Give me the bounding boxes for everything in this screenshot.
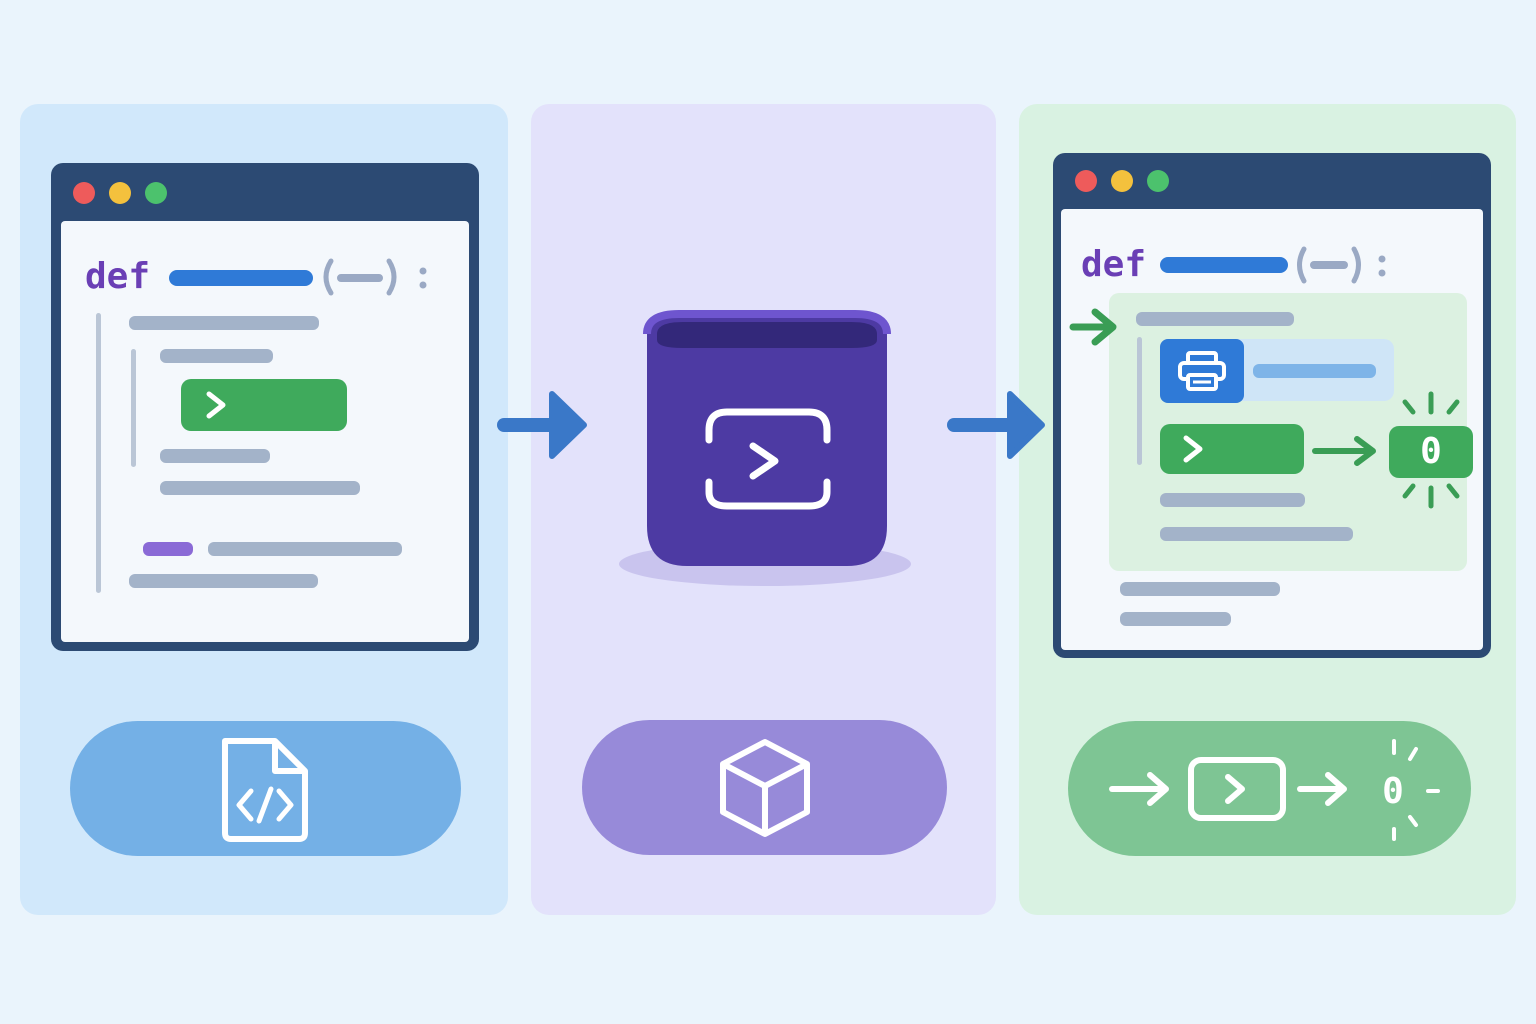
run-command-block xyxy=(181,379,347,431)
execution-result-pill xyxy=(1068,721,1471,856)
code-line xyxy=(160,349,273,363)
output-arrow-icon xyxy=(1312,436,1376,466)
printer-icon xyxy=(1178,351,1226,391)
code-line xyxy=(1160,493,1305,507)
play-chevron-icon xyxy=(1183,435,1203,463)
output-zero-value: 0 xyxy=(1382,771,1404,812)
function-name-placeholder xyxy=(169,270,313,286)
code-line xyxy=(1136,312,1294,326)
print-argument-line xyxy=(1253,364,1376,378)
code-line xyxy=(160,449,270,463)
input-arrow-icon xyxy=(1109,772,1169,806)
def-keyword: def xyxy=(1081,244,1147,285)
indent-guide xyxy=(1137,337,1142,465)
window-minimize-dot xyxy=(1111,170,1133,192)
code-line xyxy=(160,481,360,495)
execution-pointer-arrow-icon xyxy=(1069,308,1117,346)
output-zero-box: 0 xyxy=(1389,426,1473,478)
parameter-parentheses xyxy=(323,258,427,296)
code-token-highlight xyxy=(143,542,193,556)
print-icon-tile xyxy=(1160,339,1244,403)
indent-guide-inner xyxy=(131,349,136,467)
window-close-dot xyxy=(1075,170,1097,192)
def-keyword: def xyxy=(85,256,151,297)
code-line xyxy=(1160,527,1353,541)
source-code-pill xyxy=(70,721,461,856)
window-minimize-dot xyxy=(109,182,131,204)
output-burst-icon xyxy=(1392,739,1440,841)
arrow-right-icon xyxy=(947,391,1045,459)
container-pill xyxy=(582,720,947,855)
cube-icon xyxy=(720,739,810,837)
run-command-block xyxy=(1160,424,1304,474)
code-editor: def xyxy=(61,221,469,642)
function-name-placeholder xyxy=(1160,257,1288,273)
code-line xyxy=(208,542,402,556)
code-line xyxy=(1120,582,1280,596)
arrow-right-icon xyxy=(497,391,587,459)
source-code-window: def xyxy=(51,163,479,651)
output-burst-icon xyxy=(1402,391,1460,509)
indent-guide-outer xyxy=(96,313,101,593)
terminal-container-icon xyxy=(619,310,911,586)
terminal-window-icon xyxy=(1188,757,1286,821)
window-close-dot xyxy=(73,182,95,204)
window-maximize-dot xyxy=(145,182,167,204)
code-file-icon xyxy=(222,738,308,842)
parameter-parentheses xyxy=(1297,246,1386,284)
play-chevron-icon xyxy=(206,391,226,419)
code-line xyxy=(129,574,318,588)
code-line xyxy=(1120,612,1231,626)
output-arrow-icon xyxy=(1297,772,1347,806)
window-maximize-dot xyxy=(1147,170,1169,192)
code-line xyxy=(129,316,319,330)
